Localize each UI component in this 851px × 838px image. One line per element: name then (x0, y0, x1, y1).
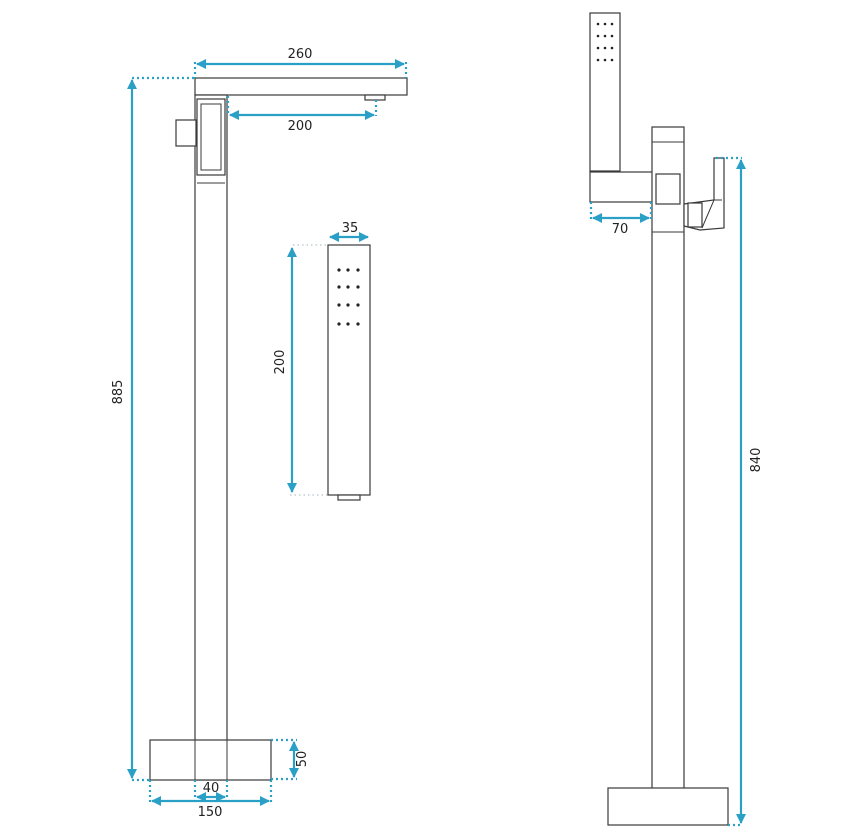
side-column (651, 126, 685, 791)
dimension-label-holder-depth: 70 (612, 222, 629, 237)
handshower-nozzles (337, 268, 360, 326)
dimension-base-width: 150 (148, 780, 273, 820)
dimension-label-column-width: 40 (203, 781, 220, 796)
dimension-label-total-height-side: 840 (749, 448, 764, 473)
dimension-label-base-height: 50 (295, 751, 310, 768)
front-column (194, 94, 228, 781)
dimension-label-spout-length: 260 (288, 47, 313, 62)
front-base (149, 739, 272, 781)
lever-cartridge (687, 202, 703, 228)
dimension-handshower-length: 200 (273, 247, 328, 496)
dimension-total-height-front: 885 (111, 76, 195, 782)
dimension-total-height-side: 840 (716, 156, 764, 827)
side-base (607, 787, 729, 826)
dimension-handshower-width: 35 (293, 221, 369, 246)
handshower-holder (589, 171, 655, 203)
handshower-body (327, 244, 371, 496)
side-handshower (589, 12, 621, 172)
dimension-base-height: 50 (271, 738, 310, 781)
handle-knob (175, 119, 197, 147)
side-view-mixer (589, 12, 729, 826)
dimension-label-total-height-front: 885 (111, 380, 126, 405)
handshower-detail (327, 244, 371, 501)
cartridge-inner (200, 103, 222, 171)
cartridge-block (196, 98, 226, 176)
handshower-connector (337, 494, 361, 501)
dimension-label-spout-reach: 200 (288, 119, 313, 134)
front-view-mixer (149, 77, 408, 781)
dimension-spout-length: 260 (193, 47, 408, 78)
spout-arm (194, 77, 408, 96)
dimension-holder-depth: 70 (589, 202, 653, 237)
side-handshower-nozzles (596, 22, 614, 62)
lever-detail (701, 199, 722, 229)
dimension-column-width: 40 (193, 780, 229, 802)
dimension-label-handshower-width: 35 (342, 221, 359, 236)
column-connector-box (655, 173, 681, 205)
dimension-label-handshower-length: 200 (273, 350, 288, 375)
dimension-spout-reach: 200 (226, 96, 378, 134)
spout-outlet (364, 94, 386, 101)
dimension-label-base-width: 150 (198, 805, 223, 820)
